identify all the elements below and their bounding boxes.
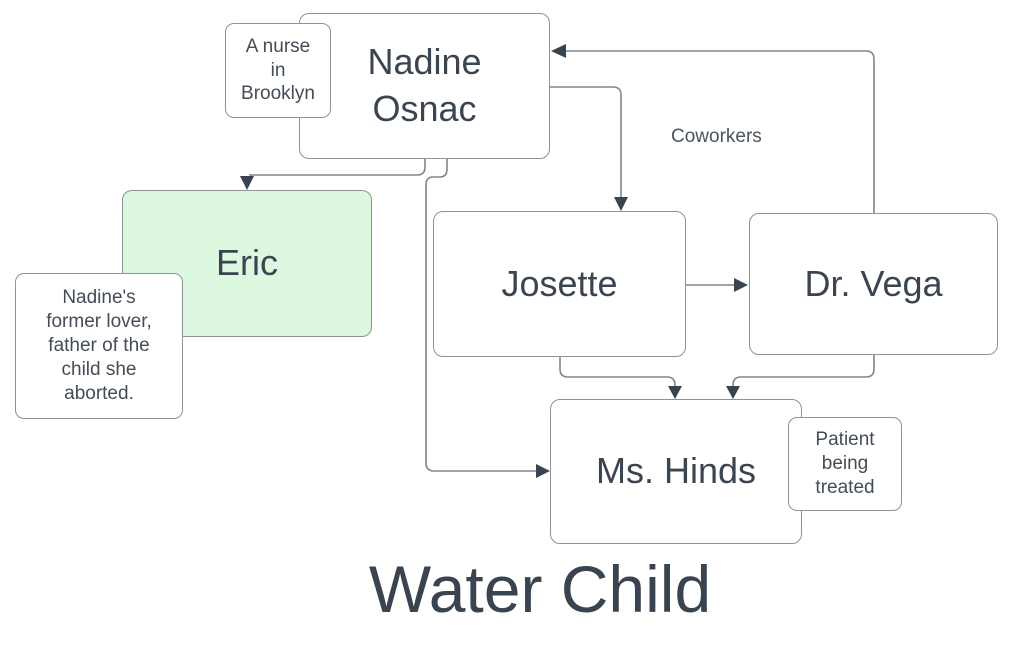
edge-nadine-to-hinds [425, 159, 550, 478]
edge-vega-to-hinds [726, 355, 875, 399]
annotation-patient-being-treated[interactable]: Patient being treated [788, 417, 902, 511]
edge-josette-to-hinds [559, 357, 682, 399]
node-label: Nadine Osnac [367, 41, 482, 129]
arrowhead-right-icon [734, 278, 748, 292]
arrowhead-down-icon [240, 176, 254, 190]
edge-nadine-to-eric [240, 159, 426, 190]
annotation-text: A nurse in Brooklyn [241, 35, 315, 105]
node-label: Dr. Vega [804, 262, 943, 304]
edge-josette-to-vega [686, 278, 748, 292]
node-ms-hinds[interactable]: Ms. Hinds [550, 399, 802, 544]
arrowhead-down-icon [614, 197, 628, 211]
node-label: Josette [501, 262, 618, 304]
annotation-text: Nadine's former lover, father of the chi… [46, 287, 152, 404]
annotation-text: Patient being treated [815, 429, 875, 498]
arrowhead-left-icon [551, 44, 566, 58]
edge-label-coworkers: Coworkers [671, 126, 762, 147]
node-label: Eric [216, 242, 278, 284]
node-label: Ms. Hinds [595, 450, 757, 492]
node-josette[interactable]: Josette [433, 211, 686, 357]
node-nadine-osnac[interactable]: Nadine Osnac [299, 13, 550, 159]
arrowhead-down-icon [668, 386, 682, 399]
arrowhead-down-icon [726, 386, 740, 399]
annotation-nurse-in-brooklyn[interactable]: A nurse in Brooklyn [225, 23, 331, 118]
node-dr-vega[interactable]: Dr. Vega [749, 213, 998, 355]
arrowhead-right-icon [536, 464, 550, 478]
edge-nadine-to-josette [550, 86, 628, 211]
edge-vega-to-nadine [551, 44, 875, 213]
diagram-title: Water Child [368, 552, 712, 626]
annotation-former-lover[interactable]: Nadine's former lover, father of the chi… [15, 273, 183, 419]
